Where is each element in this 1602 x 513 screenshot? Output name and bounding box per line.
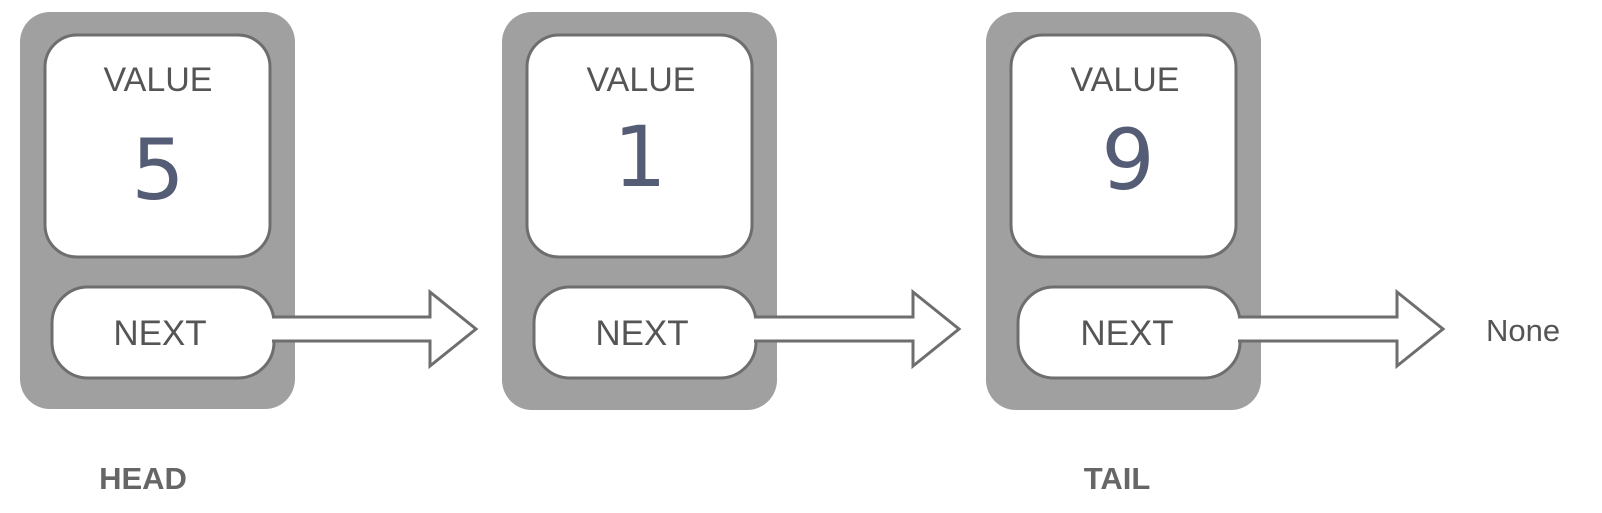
value-box [525,33,754,259]
list-node: VALUE 5 NEXT [20,12,295,409]
next-label: NEXT [1080,314,1173,353]
next-pointer-arrow-icon [272,288,479,370]
value-box [1009,33,1238,259]
next-pointer-arrow-icon [1238,288,1446,370]
node-value: 9 [1101,111,1154,209]
next-pointer-arrow-icon [754,288,962,370]
value-label: VALUE [587,61,696,99]
value-label: VALUE [1071,61,1180,99]
value-box [43,33,272,259]
value-label: VALUE [104,61,213,99]
list-node: VALUE 1 NEXT [502,12,777,410]
tail-label: TAIL [1084,461,1151,496]
next-label: NEXT [113,314,206,353]
next-label: NEXT [595,314,688,353]
head-label: HEAD [99,461,187,496]
node-value: 1 [613,108,666,206]
terminal-none-label: None [1486,313,1560,348]
list-node: VALUE 9 NEXT [986,12,1261,410]
node-value: 5 [131,121,184,219]
